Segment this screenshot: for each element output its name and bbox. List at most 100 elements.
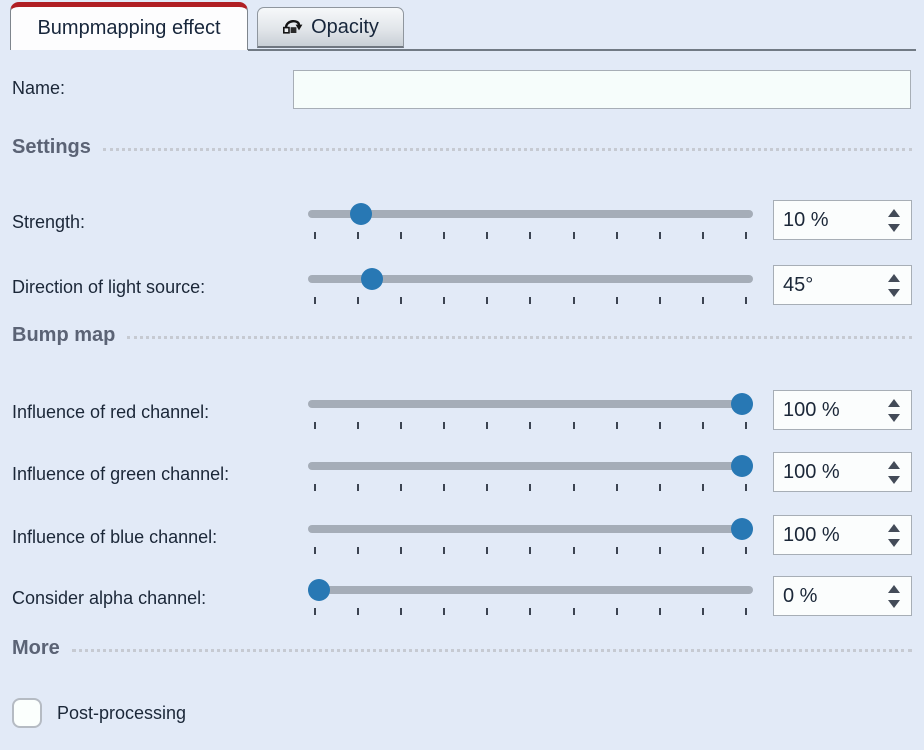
tick-mark xyxy=(572,422,575,429)
section-dotted-leader xyxy=(71,648,912,652)
green-channel-row: Influence of green channel: 100 % xyxy=(0,451,924,495)
alpha-channel-label: Consider alpha channel: xyxy=(12,588,207,608)
spin-up-icon[interactable] xyxy=(888,460,900,469)
direction-row: Direction of light source: 45° xyxy=(0,264,924,308)
tick-mark xyxy=(572,297,575,304)
green-channel-slider[interactable] xyxy=(308,451,753,495)
red-channel-spinbox[interactable]: 100 % xyxy=(773,390,912,430)
tick-mark xyxy=(400,297,403,304)
strength-value: 10 % xyxy=(783,208,829,231)
tick-mark xyxy=(744,422,747,429)
section-title: Bump map xyxy=(12,323,116,346)
alpha-channel-row: Consider alpha channel: 0 % xyxy=(0,575,924,619)
name-input[interactable] xyxy=(293,70,911,109)
tick-mark xyxy=(400,232,403,239)
tick-mark xyxy=(529,232,532,239)
spin-buttons xyxy=(877,201,911,239)
slider-track[interactable] xyxy=(308,525,753,533)
tab-pane-border xyxy=(248,49,916,51)
tick-mark xyxy=(314,608,316,615)
tick-mark xyxy=(529,297,532,304)
tick-mark xyxy=(443,297,446,304)
tab-opacity-label: Opacity xyxy=(311,15,379,38)
green-channel-value: 100 % xyxy=(783,460,840,483)
green-channel-spinbox[interactable]: 100 % xyxy=(773,452,912,492)
tick-mark xyxy=(443,608,446,615)
slider-handle[interactable] xyxy=(731,455,753,477)
slider-ticks xyxy=(314,608,747,616)
spin-up-icon[interactable] xyxy=(888,398,900,407)
tick-mark xyxy=(615,608,618,615)
tick-mark xyxy=(701,484,704,491)
spin-down-icon[interactable] xyxy=(888,599,900,608)
tick-mark xyxy=(658,484,661,491)
spin-up-icon[interactable] xyxy=(888,208,900,217)
direction-value: 45° xyxy=(783,273,814,296)
strength-spinbox[interactable]: 10 % xyxy=(773,200,912,240)
blue-channel-spinbox[interactable]: 100 % xyxy=(773,515,912,555)
tick-mark xyxy=(400,484,403,491)
spin-buttons xyxy=(877,266,911,304)
section-title: Settings xyxy=(12,135,91,158)
tab-bumpmapping-effect[interactable]: Bumpmapping effect xyxy=(10,2,248,50)
tab-bar: Bumpmapping effect Opacity xyxy=(0,0,924,51)
section-header-bump-map: Bump map xyxy=(12,322,912,348)
tick-mark xyxy=(701,547,704,554)
spin-up-icon[interactable] xyxy=(888,584,900,593)
blue-channel-label: Influence of blue channel: xyxy=(12,527,218,547)
tick-mark xyxy=(529,608,532,615)
slider-handle[interactable] xyxy=(350,203,373,225)
tick-mark xyxy=(529,484,532,491)
tick-mark xyxy=(572,547,575,554)
spin-down-icon[interactable] xyxy=(888,288,900,297)
tick-mark xyxy=(572,232,575,239)
red-channel-slider[interactable] xyxy=(308,389,753,433)
tick-mark xyxy=(443,547,446,554)
tick-mark xyxy=(658,297,661,304)
spin-up-icon[interactable] xyxy=(888,273,900,282)
tick-mark xyxy=(658,608,661,615)
tick-mark xyxy=(615,232,618,239)
blue-channel-row: Influence of blue channel: 100 % xyxy=(0,514,924,558)
slider-ticks xyxy=(314,232,747,240)
slider-track[interactable] xyxy=(308,400,753,408)
tab-bumpmapping-effect-label: Bumpmapping effect xyxy=(37,17,221,39)
slider-ticks xyxy=(314,422,747,430)
slider-handle[interactable] xyxy=(360,268,383,290)
alpha-channel-slider[interactable] xyxy=(308,575,753,619)
slider-track[interactable] xyxy=(308,210,753,218)
alpha-channel-spinbox[interactable]: 0 % xyxy=(773,576,912,616)
direction-spinbox[interactable]: 45° xyxy=(773,265,912,305)
tick-mark xyxy=(486,422,489,429)
post-processing-checkbox[interactable] xyxy=(12,698,42,728)
spin-down-icon[interactable] xyxy=(888,413,900,422)
spin-down-icon[interactable] xyxy=(888,475,900,484)
tick-mark xyxy=(314,422,316,429)
spin-down-icon[interactable] xyxy=(888,538,900,547)
blue-channel-slider[interactable] xyxy=(308,514,753,558)
spin-up-icon[interactable] xyxy=(888,523,900,532)
tab-opacity[interactable]: Opacity xyxy=(257,7,404,48)
tick-mark xyxy=(744,297,747,304)
red-channel-row: Influence of red channel: 100 % xyxy=(0,389,924,433)
post-processing-row: Post-processing xyxy=(12,698,186,728)
tick-mark xyxy=(529,422,532,429)
tick-mark xyxy=(701,297,704,304)
slider-ticks xyxy=(314,297,747,305)
tick-mark xyxy=(658,547,661,554)
slider-handle[interactable] xyxy=(731,518,753,540)
alpha-channel-value: 0 % xyxy=(783,584,818,607)
spin-buttons xyxy=(877,453,911,491)
slider-track[interactable] xyxy=(308,275,753,283)
slider-handle[interactable] xyxy=(731,393,753,415)
slider-track[interactable] xyxy=(308,462,753,470)
slider-handle[interactable] xyxy=(308,579,330,601)
strength-slider[interactable] xyxy=(308,199,753,243)
direction-slider[interactable] xyxy=(308,264,753,308)
spin-down-icon[interactable] xyxy=(888,223,900,232)
slider-track[interactable] xyxy=(308,586,753,594)
red-channel-value: 100 % xyxy=(783,398,840,421)
tick-mark xyxy=(572,484,575,491)
tick-mark xyxy=(615,484,618,491)
